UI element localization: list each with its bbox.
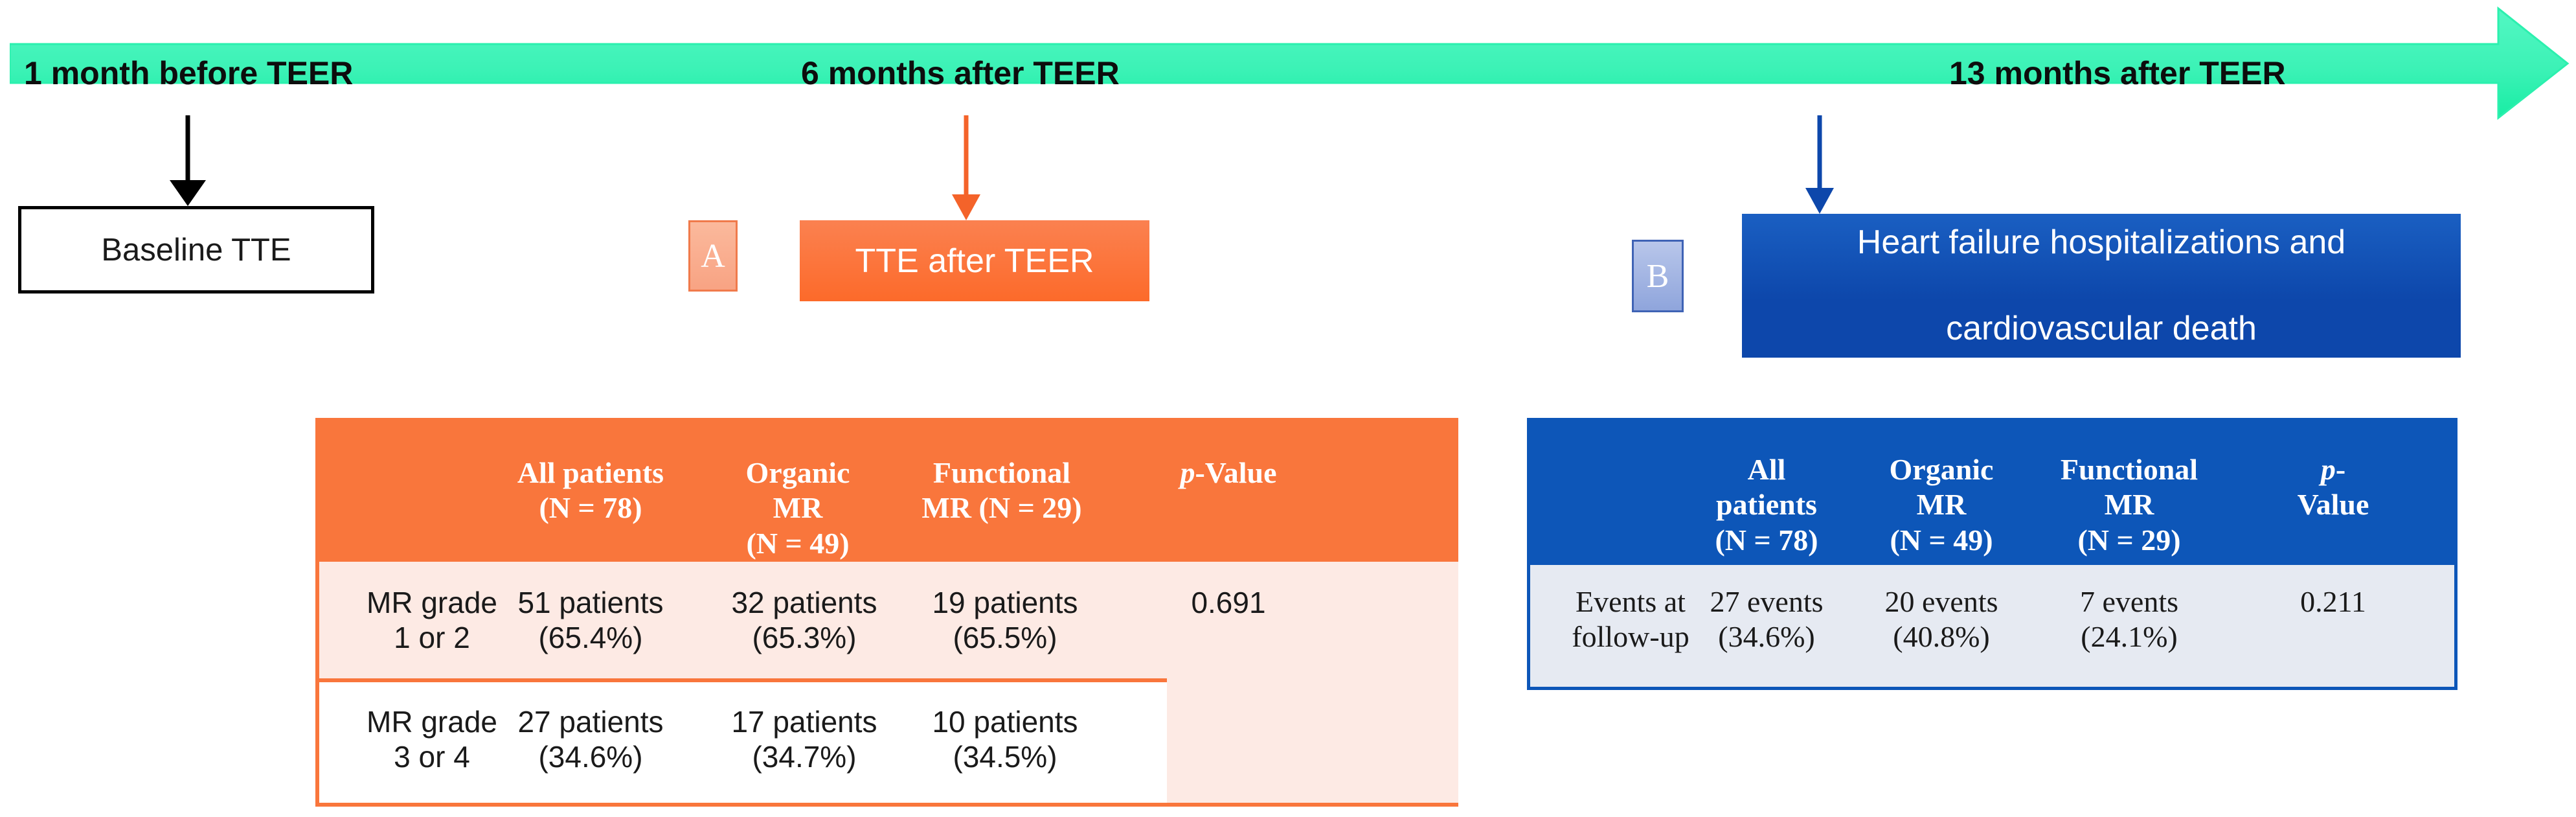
blue-header-organic-mr-l3: (N = 49) [1890,523,1993,557]
timeline-label-1: 1 month before TEER [24,55,354,91]
orange-row1-functional-mr: 19 patients (65.5%) [895,585,1115,656]
blue-row1-organic-mr: 20 events (40.8%) [1847,584,2035,655]
orange-header-organic-mr-l3: (N = 49) [746,526,850,560]
orange-row2-all-l2: (34.6%) [538,740,643,774]
orange-row2-label-l1: MR grade [367,705,497,739]
orange-row1-functional-l2: (65.5%) [953,621,1057,655]
orange-header-p-value: p-Value [1122,455,1335,490]
blue-header-organic-mr-l1: Organic [1889,453,1994,486]
orange-header-organic-mr-l1: Organic [745,456,850,489]
panel-a-badge: A [688,220,738,292]
heart-failure-outcome-box[interactable]: Heart failure hospitalizations and cardi… [1742,214,2461,358]
blue-header-p-value-l2: Value [2297,488,2369,522]
orange-header-organic-mr-l2: MR [773,491,823,525]
orange-header-p-value-italic: p [1180,456,1195,489]
hf-line-2: cardiovascular death [1946,310,2257,348]
orange-header-functional-mr: Functional MR (N = 29) [895,455,1109,526]
panel-a-badge-label: A [701,237,725,275]
blue-header-p-value-italic: p [2320,453,2336,486]
orange-header-all-patients-l1: All patients [517,456,664,489]
blue-row1-all-patients: 27 events (34.6%) [1673,584,1860,655]
orange-table-row1-band [315,562,1458,678]
orange-row1-functional-l1: 19 patients [932,586,1078,619]
orange-table-row2-band [315,678,1458,807]
orange-header-p-value-rest: -Value [1195,456,1277,489]
blue-row1-functional-mr: 7 events (24.1%) [2035,584,2223,655]
blue-table-header-band [1530,421,2454,565]
blue-header-all-patients-l2: patients [1716,488,1817,522]
tte-after-teer-label: TTE after TEER [855,242,1094,280]
orange-row1-all-patients: 51 patients (65.4%) [480,585,701,656]
panel-b-badge: B [1632,240,1684,312]
orange-header-all-patients: All patients (N = 78) [480,455,701,526]
blue-row1-all-l2: (34.6%) [1718,620,1815,654]
panel-b-badge-label: B [1646,257,1669,295]
orange-header-organic-mr: Organic MR (N = 49) [704,455,892,561]
blue-row1-organic-l2: (40.8%) [1893,620,1990,654]
blue-row1-p-value: 0.211 [2300,585,2366,618]
orange-table-header-band [315,418,1458,562]
orange-row1-label-l2: 1 or 2 [394,621,470,655]
blue-row1-label-l2: follow-up [1572,620,1689,654]
blue-results-table: All patients (N = 78) Organic MR (N = 49… [1527,418,2457,690]
orange-row1-organic-l1: 32 patients [731,586,877,619]
timeline-arrow: 1 month before TEER 6 months after TEER … [10,6,2571,120]
blue-header-functional-mr: Functional MR (N = 29) [2032,452,2226,558]
orange-row1-organic-mr: 32 patients (65.3%) [694,585,914,656]
orange-row1-label: MR grade 1 or 2 [335,585,529,656]
timeline-arrow-shape [10,6,2570,120]
blue-row1-label-l1: Events at [1576,585,1686,618]
orange-row1-label-l1: MR grade [367,586,497,619]
baseline-tte-label: Baseline TTE [101,232,291,268]
orange-header-all-patients-l2: (N = 78) [539,491,642,525]
heart-failure-outcome-label: Heart failure hospitalizations and cardi… [1857,221,2345,351]
blue-header-all-patients-l1: All [1747,453,1786,486]
orange-row1-all-l2: (65.4%) [538,621,643,655]
hf-line-1: Heart failure hospitalizations and [1857,224,2346,262]
blue-row1-organic-l1: 20 events [1884,585,1998,618]
blue-header-p-value-rest: - [2335,453,2346,486]
timeline-label-2: 6 months after TEER [801,55,1120,91]
blue-row1-functional-l1: 7 events [2079,585,2178,618]
blue-row1-all-l1: 27 events [1710,585,1824,618]
tte-connector-arrow [952,115,980,220]
orange-row2-all-l1: 27 patients [517,705,664,739]
orange-row1-all-l1: 51 patients [517,586,664,619]
orange-row2-functional-l2: (34.5%) [953,740,1057,774]
blue-row1-functional-l2: (24.1%) [2081,620,2178,654]
orange-row2-organic-l1: 17 patients [731,705,877,739]
orange-table-left-border [315,418,319,807]
orange-row2-functional-mr: 10 patients (34.5%) [895,704,1115,775]
orange-row2-organic-l2: (34.7%) [752,740,857,774]
baseline-connector-arrow [170,115,206,206]
blue-header-functional-mr-l1: Functional [2060,453,2198,486]
baseline-tte-box[interactable]: Baseline TTE [18,206,374,293]
orange-row2-functional-l1: 10 patients [932,705,1078,739]
tte-after-teer-box[interactable]: TTE after TEER [800,220,1149,301]
orange-row2-organic-mr: 17 patients (34.7%) [694,704,914,775]
blue-header-all-patients-l3: (N = 78) [1715,523,1818,557]
orange-results-table: All patients (N = 78) Organic MR (N = 49… [315,418,1458,807]
blue-header-functional-mr-l2: MR [2104,488,2154,522]
orange-table-bottom-border [315,803,1458,807]
orange-row2-label: MR grade 3 or 4 [335,704,529,775]
blue-header-organic-mr: Organic MR (N = 49) [1854,452,2029,558]
blue-row1-label: Events at follow-up [1537,584,1724,655]
orange-row2-all-patients: 27 patients (34.6%) [480,704,701,775]
orange-table-row2-highlight [315,678,1167,807]
orange-header-functional-mr-l1: Functional [932,456,1071,489]
orange-row2-label-l2: 3 or 4 [394,740,470,774]
orange-row1-p-value: 0.691 [1191,586,1266,619]
blue-header-organic-mr-l2: MR [1916,488,1967,522]
orange-row1-organic-l2: (65.3%) [752,621,857,655]
blue-header-functional-mr-l3: (N = 29) [2077,523,2181,557]
timeline-label-3: 13 months after TEER [1949,55,2286,91]
hf-connector-arrow [1805,115,1834,214]
orange-header-functional-mr-l2: MR (N = 29) [921,491,1082,525]
blue-header-p-value: p- Value [2236,452,2430,523]
blue-header-all-patients: All patients (N = 78) [1679,452,1854,558]
